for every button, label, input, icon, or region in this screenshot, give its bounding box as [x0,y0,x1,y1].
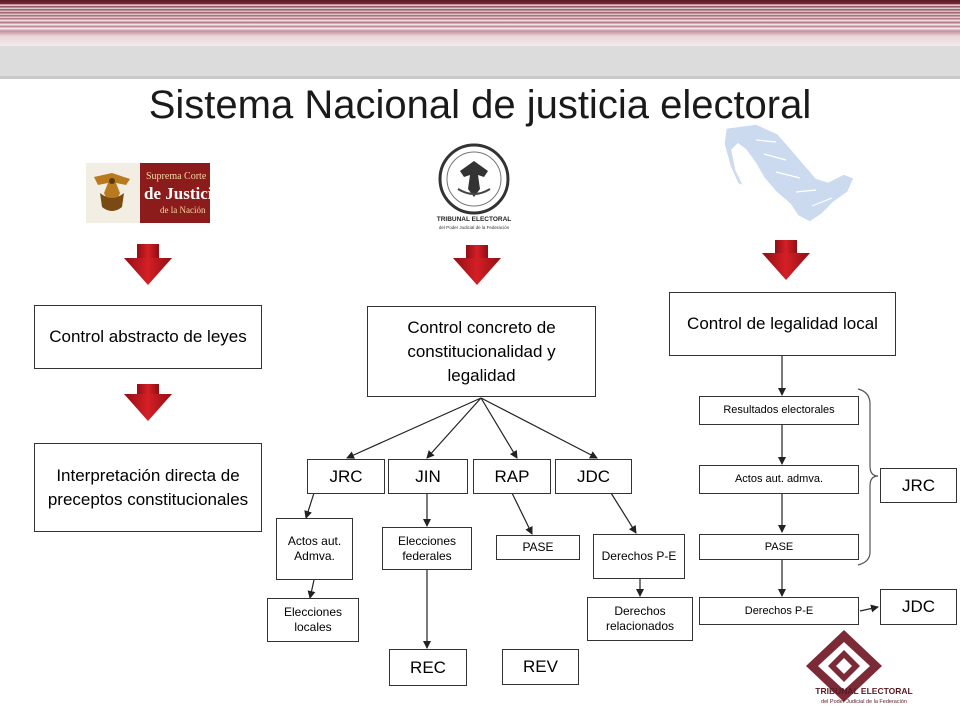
derechos-pe-right-label: Derechos P-E [744,604,814,617]
jdc-right-box: JDC [880,589,957,625]
actos-admva-box: Actos aut. Admva. [276,518,353,580]
control-abstracto-box: Control abstracto de leyes [34,305,262,369]
derechos-relacionados-box: Derechos relacionados [587,597,693,641]
tribunal-seal-logo: TRIBUNAL ELECTORAL del Poder Judicial de… [422,141,526,233]
eagle-emblem-icon [94,173,130,211]
scjn-logo: Suprema Corte de Justicia de la Nación [86,163,221,223]
jrc-right-label: JRC [901,475,936,495]
derechos-relacionados-label: Derechos relacionados [605,604,675,633]
jin-label: JIN [415,466,441,486]
rap-box: RAP [473,459,551,494]
tribunal-electoral-logo: TRIBUNAL ELECTORAL del Poder Judicial de… [796,628,932,706]
connector-line [480,397,518,459]
connector-line [307,579,316,599]
control-abstracto-label: Control abstracto de leyes [49,327,247,346]
elecciones-federales-label: Elecciones federales [397,533,457,563]
jin-box: JIN [388,459,468,494]
control-legalidad-box: Control de legalidad local [669,292,896,356]
red-down-arrow-icon [124,384,172,421]
connector-line [346,397,482,459]
pase-center-box: PASE [496,535,580,560]
header-gray-rule [0,76,960,79]
connector-line [480,397,598,459]
resultados-electorales-box: Resultados electorales [699,396,859,425]
tribunal-logo-line2: del Poder Judicial de la Federación [821,699,907,705]
connector-line [610,492,637,534]
control-concreto-label: Control concreto de constitucionalidad y… [407,317,556,385]
control-legalidad-label: Control de legalidad local [687,314,878,333]
scjn-logo-line1: Suprema Corte [146,171,207,182]
red-down-arrow-icon [124,244,172,285]
control-concreto-box: Control concreto de constitucionalidad y… [367,306,596,397]
actos-admva-right-box: Actos aut. admva. [699,465,859,494]
elecciones-locales-label: Elecciones locales [283,605,343,634]
pase-right-label: PASE [764,540,794,553]
interpretacion-directa-box: Interpretación directa de preceptos cons… [34,443,262,532]
scjn-logo-line3: de la Nación [160,205,206,215]
tribunal-seal-line1: TRIBUNAL ELECTORAL [437,216,512,223]
jrc-center-label: JRC [329,466,363,486]
jdc-center-box: JDC [555,459,632,494]
connector-line [426,397,482,459]
header-gray-band [0,46,960,76]
jdc-center-label: JDC [576,466,611,486]
derechos-pe-center-box: Derechos P-E [593,534,685,579]
mexico-map-image [716,120,860,226]
elecciones-locales-box: Elecciones locales [267,598,359,642]
grouping-brace [857,388,879,566]
pase-right-box: PASE [699,534,859,560]
resultados-electorales-label: Resultados electorales [723,404,835,416]
connector-line [859,604,879,613]
scjn-logo-line2: de Justicia [144,184,210,203]
tribunal-seal-line2: del Poder Judicial de la Federación [439,225,510,230]
rec-label: REC [410,657,446,677]
derechos-pe-right-box: Derechos P-E [699,597,859,625]
mexico-map-icon [723,123,855,223]
elecciones-federales-box: Elecciones federales [382,527,472,570]
rap-label: RAP [494,466,530,486]
red-down-arrow-icon [762,240,810,280]
red-down-arrow-icon [453,245,501,285]
rec-box: REC [389,649,467,686]
jrc-center-box: JRC [307,459,385,494]
actos-admva-label: Actos aut. Admva. [287,534,342,563]
slide-title: Sistema Nacional de justicia electoral [148,83,812,127]
jdc-right-label: JDC [901,597,936,616]
tribunal-diamond-icon [806,630,882,702]
actos-admva-right-label: Actos aut. admva. [734,473,824,485]
header-band [0,0,960,46]
tribunal-logo-line1: TRIBUNAL ELECTORAL [815,686,912,696]
connector-line [304,492,315,519]
pase-center-label: PASE [522,540,554,554]
rev-box: REV [502,649,579,685]
jrc-right-box: JRC [880,468,957,503]
connector-line [511,492,533,535]
mexican-eagle-icon [457,161,491,197]
derechos-pe-center-label: Derechos P-E [601,549,677,563]
rev-label: REV [523,657,558,676]
interpretacion-directa-label: Interpretación directa de preceptos cons… [47,465,249,509]
